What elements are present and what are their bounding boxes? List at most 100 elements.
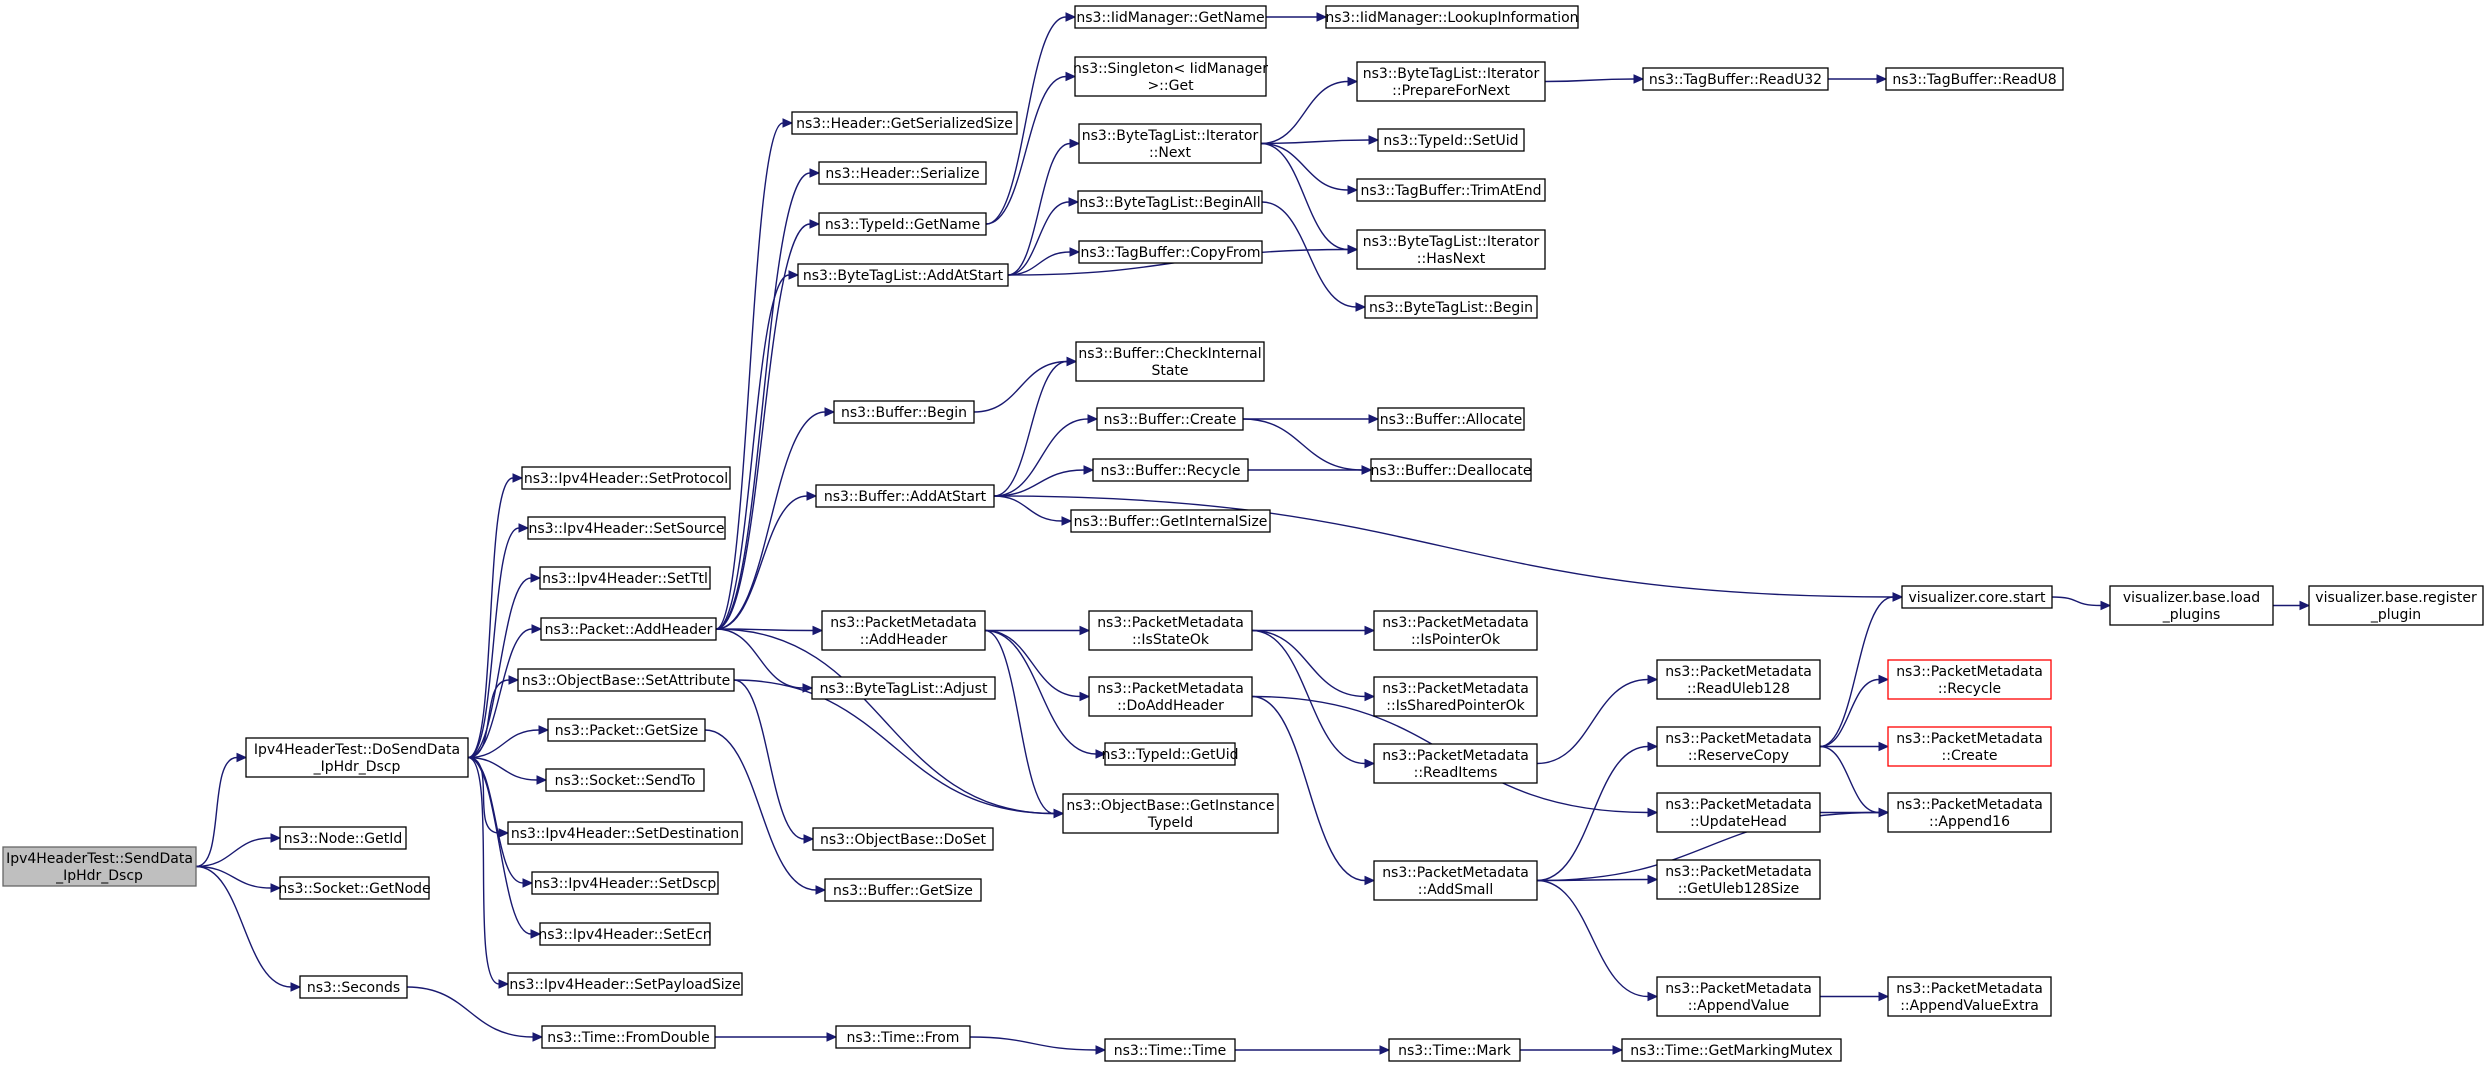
graph-node-pmGetUleb128Size[interactable]: ns3::PacketMetadata::GetUleb128Size	[1656, 859, 1821, 900]
node-box	[1104, 742, 1236, 766]
graph-node-bufAllocate[interactable]: ns3::Buffer::Allocate	[1377, 407, 1525, 431]
arrow-head-icon	[1368, 414, 1380, 424]
graph-node-pmRecycle[interactable]: ns3::PacketMetadata::Recycle	[1887, 659, 2052, 700]
graph-node-bufRecycle[interactable]: ns3::Buffer::Recycle	[1092, 458, 1249, 482]
graph-node-typeIdGetName[interactable]: ns3::TypeId::GetName	[818, 212, 987, 236]
graph-node-iidLookup[interactable]: ns3::IidManager::LookupInformation	[1325, 5, 1579, 29]
graph-node-setTtl[interactable]: ns3::Ipv4Header::SetTtl	[539, 566, 711, 590]
node-label: ns3::Ipv4Header::SetSource	[529, 521, 725, 537]
graph-node-setPayload[interactable]: ns3::Ipv4Header::SetPayloadSize	[507, 972, 743, 996]
node-label: ns3::TypeId::GetUid	[1101, 747, 1238, 763]
graph-node-bufGetSize[interactable]: ns3::Buffer::GetSize	[824, 878, 982, 902]
node-box	[1364, 295, 1538, 319]
graph-node-pmAppendValueExtra[interactable]: ns3::PacketMetadata::AppendValueExtra	[1887, 976, 2052, 1017]
graph-node-root[interactable]: Ipv4HeaderTest::SendData_IpHdr_Dscp	[2, 846, 197, 887]
graph-node-timeFrom[interactable]: ns3::Time::From	[835, 1025, 971, 1049]
arrow-head-icon	[1079, 691, 1091, 702]
graph-node-hdrSerialize[interactable]: ns3::Header::Serialize	[818, 161, 987, 185]
graph-node-tagCopyFrom[interactable]: ns3::TagBuffer::CopyFrom	[1078, 240, 1263, 264]
edge-root-to-dosend	[195, 756, 238, 868]
graph-node-setDscp[interactable]: ns3::Ipv4Header::SetDscp	[531, 871, 719, 895]
graph-node-bufBegin[interactable]: ns3::Buffer::Begin	[833, 400, 975, 424]
graph-node-setEcn[interactable]: ns3::Ipv4Header::SetEcn	[538, 922, 712, 946]
edge-pmIsStateOk-to-pmIsSharedPointerOk	[1251, 629, 1366, 698]
graph-node-btlBeginAll[interactable]: ns3::ByteTagList::BeginAll	[1077, 190, 1263, 214]
node-label: ns3::Time::FromDouble	[547, 1030, 710, 1046]
edge-pmDoAddHeader-to-pmAddSmall	[1251, 695, 1366, 882]
graph-node-iidGetName[interactable]: ns3::IidManager::GetName	[1074, 5, 1267, 29]
graph-node-seconds[interactable]: ns3::Seconds	[299, 975, 408, 999]
graph-node-dosend[interactable]: Ipv4HeaderTest::DoSendData_IpHdr_Dscp	[245, 737, 469, 778]
node-label: ns3::PacketMetadata	[1382, 681, 1529, 697]
node-box	[521, 466, 731, 490]
graph-node-bufDeallocate[interactable]: ns3::Buffer::Deallocate	[1370, 458, 1532, 482]
node-label: ns3::ByteTagList::Iterator	[1363, 234, 1540, 250]
node-label: ns3::ObjectBase::GetInstance	[1066, 798, 1274, 814]
graph-node-pmAddHeader[interactable]: ns3::PacketMetadata::AddHeader	[821, 610, 986, 651]
graph-node-singletonGet[interactable]: ns3::Singleton< IidManager >::Get	[1073, 56, 1268, 97]
graph-node-tagReadU32[interactable]: ns3::TagBuffer::ReadU32	[1642, 67, 1829, 91]
graph-node-sendTo[interactable]: ns3::Socket::SendTo	[545, 768, 705, 792]
graph-node-btlIterHasNext[interactable]: ns3::ByteTagList::Iterator::HasNext	[1356, 229, 1546, 270]
graph-node-pmAddSmall[interactable]: ns3::PacketMetadata::AddSmall	[1373, 860, 1538, 901]
graph-node-nodeGetId[interactable]: ns3::Node::GetId	[279, 826, 407, 850]
graph-node-setProtocol[interactable]: ns3::Ipv4Header::SetProtocol	[521, 466, 731, 490]
graph-node-timeTime[interactable]: ns3::Time::Time	[1104, 1038, 1236, 1062]
graph-node-vizLoadPlugins[interactable]: visualizer.base.load_plugins	[2109, 585, 2274, 626]
graph-node-pmIsPointerOk[interactable]: ns3::PacketMetadata::IsPointerOk	[1373, 610, 1538, 651]
node-label: ns3::PacketMetadata	[1665, 981, 1812, 997]
graph-node-pmReserveCopy[interactable]: ns3::PacketMetadata::ReserveCopy	[1656, 726, 1821, 767]
graph-node-pmIsStateOk[interactable]: ns3::PacketMetadata::IsStateOk	[1088, 610, 1253, 651]
graph-node-fromDouble[interactable]: ns3::Time::FromDouble	[541, 1025, 716, 1049]
graph-node-btlIterNext[interactable]: ns3::ByteTagList::Iterator::Next	[1078, 123, 1262, 164]
graph-node-btlAdjust[interactable]: ns3::ByteTagList::Adjust	[811, 676, 996, 700]
graph-node-sockGetNode[interactable]: ns3::Socket::GetNode	[278, 876, 431, 900]
graph-node-setAttr[interactable]: ns3::ObjectBase::SetAttribute	[517, 668, 735, 692]
graph-node-vizRegisterPlugin[interactable]: visualizer.base.register_plugin	[2308, 585, 2484, 626]
graph-node-pmAppendValue[interactable]: ns3::PacketMetadata::AppendValue	[1656, 976, 1821, 1017]
graph-node-hdrSerSize[interactable]: ns3::Header::GetSerializedSize	[791, 111, 1018, 135]
graph-node-pmAppend16[interactable]: ns3::PacketMetadata::Append16	[1887, 792, 2052, 833]
graph-node-typeIdGetUid[interactable]: ns3::TypeId::GetUid	[1101, 742, 1239, 766]
graph-node-btlAddAtStart[interactable]: ns3::ByteTagList::AddAtStart	[797, 263, 1009, 287]
node-box	[812, 827, 994, 851]
graph-node-setSource[interactable]: ns3::Ipv4Header::SetSource	[527, 516, 726, 540]
graph-node-pmDoAddHeader[interactable]: ns3::PacketMetadata::DoAddHeader	[1088, 676, 1253, 717]
arrow-head-icon	[809, 219, 821, 229]
graph-node-vizCoreStart[interactable]: visualizer.core.start	[1901, 585, 2053, 609]
graph-node-typeIdSetUid[interactable]: ns3::TypeId::SetUid	[1377, 128, 1525, 152]
edge-addHeader-to-hdrSerialize	[715, 172, 811, 630]
node-box	[539, 922, 711, 946]
node-box	[1070, 509, 1271, 533]
graph-node-pmUpdateHead[interactable]: ns3::PacketMetadata::UpdateHead	[1656, 792, 1821, 833]
graph-node-tagTrimAtEnd[interactable]: ns3::TagBuffer::TrimAtEnd	[1356, 178, 1546, 202]
node-label: ns3::PacketMetadata	[1665, 864, 1812, 880]
graph-node-btlBegin[interactable]: ns3::ByteTagList::Begin	[1364, 295, 1538, 319]
graph-node-tagReadU8[interactable]: ns3::TagBuffer::ReadU8	[1885, 67, 2064, 91]
arrow-head-icon	[512, 473, 524, 483]
graph-node-addHeader[interactable]: ns3::Packet::AddHeader	[540, 617, 717, 641]
nodes-layer: Ipv4HeaderTest::SendData_IpHdr_Dscp Ipv4H…	[2, 5, 2484, 1062]
node-label: ns3::PacketMetadata	[1097, 615, 1244, 631]
node-box	[279, 826, 407, 850]
graph-node-timeMark[interactable]: ns3::Time::Mark	[1388, 1038, 1521, 1062]
graph-node-pktGetSize[interactable]: ns3::Packet::GetSize	[547, 718, 706, 742]
node-box	[1075, 341, 1265, 382]
graph-node-pmIsSharedPointerOk[interactable]: ns3::PacketMetadata::IsSharedPointerOk	[1373, 676, 1538, 717]
graph-node-pmCreate[interactable]: ns3::PacketMetadata::Create	[1887, 726, 2052, 767]
graph-node-pmReadUleb128[interactable]: ns3::PacketMetadata::ReadUleb128	[1656, 659, 1821, 700]
graph-node-bufAddAtStart[interactable]: ns3::Buffer::AddAtStart	[815, 484, 995, 508]
node-label: ns3::TagBuffer::CopyFrom	[1080, 245, 1260, 261]
edge-btlIterNext-to-tagTrimAtEnd	[1260, 142, 1349, 191]
graph-node-pmReadItems[interactable]: ns3::PacketMetadata::ReadItems	[1373, 743, 1538, 784]
graph-node-setDest[interactable]: ns3::Ipv4Header::SetDestination	[507, 821, 743, 845]
graph-node-getMarkingMutex[interactable]: ns3::Time::GetMarkingMutex	[1621, 1038, 1842, 1062]
node-label: ns3::Time::Time	[1114, 1043, 1226, 1059]
graph-node-obDoSet[interactable]: ns3::ObjectBase::DoSet	[812, 827, 994, 851]
graph-node-btlIterPrepare[interactable]: ns3::ByteTagList::Iterator::PrepareForNe…	[1356, 61, 1546, 102]
graph-node-bufGetInternalSize[interactable]: ns3::Buffer::GetInternalSize	[1070, 509, 1271, 533]
graph-node-bufCreate[interactable]: ns3::Buffer::Create	[1096, 407, 1244, 431]
node-label: ns3::Seconds	[307, 980, 400, 996]
